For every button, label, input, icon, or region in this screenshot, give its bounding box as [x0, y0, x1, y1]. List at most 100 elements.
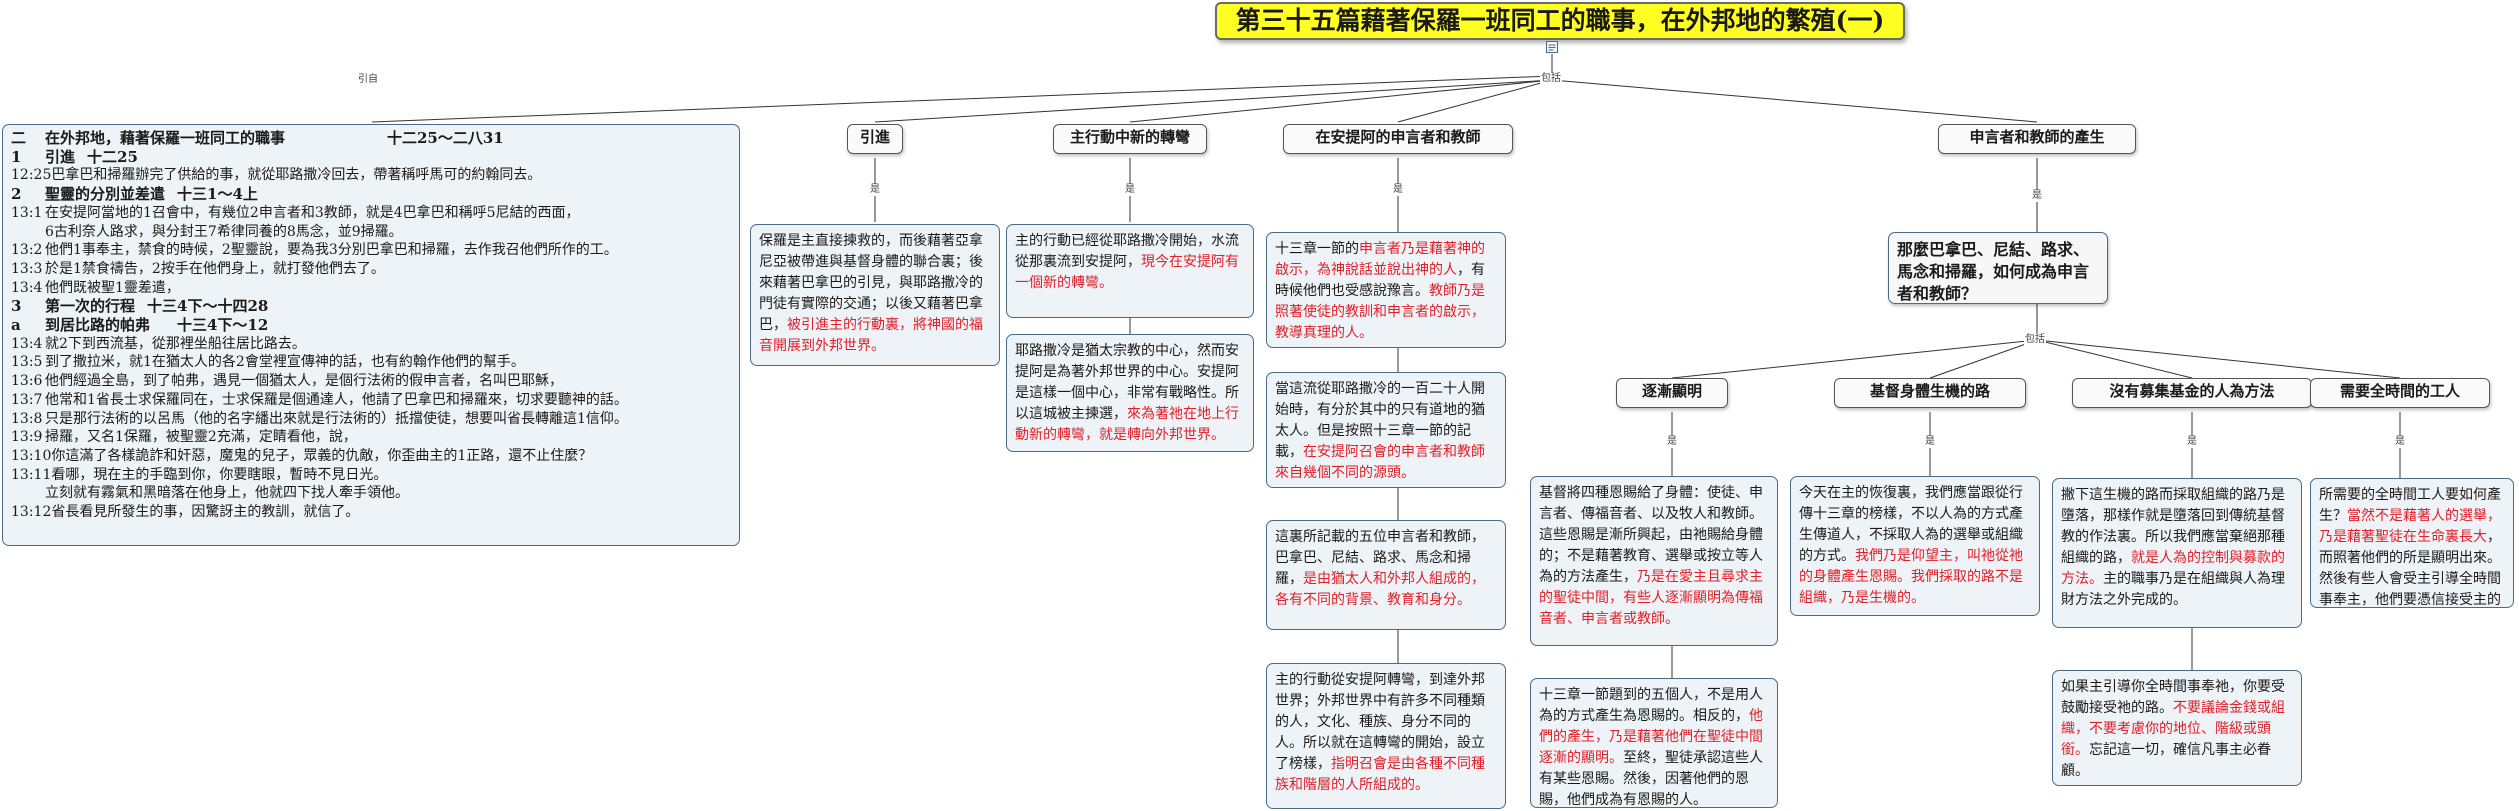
note-box: 保羅是主直接揀救的，而後藉著亞拿尼亞被帶進與基督身體的聯合裏；後來藉著巴拿巴的引…: [750, 224, 1000, 366]
note-text: 當這流從耶路撒冷的一百二十人開始時，有分於其中的只有道地的猶太人。但是按照十三章…: [1275, 381, 1485, 460]
note-box: 如果主引導你全時間事奉祂，你要受鼓勵接受祂的路。不要議論金錢或組織，不要考慮你的…: [2052, 670, 2302, 786]
subtopic-gradual[interactable]: 逐漸顯明: [1616, 378, 1728, 408]
note-box: 耶路撒冷是猶太宗教的中心，然而安提阿是為著外邦世界的中心。安提阿是這樣一個中心，…: [1006, 334, 1254, 452]
mind-map-title: 第三十五篇藉著保羅一班同工的職事，在外邦地的繁殖(一): [1215, 2, 1905, 40]
outline-number: a: [11, 316, 21, 335]
topic-yin-jin[interactable]: 引進: [847, 124, 903, 154]
outline-number: 13:2: [11, 242, 43, 259]
connector-label-bao-kuo: 包括: [1540, 73, 1562, 85]
outline-text: 你這滿了各樣詭詐和奸惡，魔鬼的兒子，眾義的仇敵，你歪曲主的1正路，還不止住麼？: [51, 447, 593, 464]
note-text: 十三章一節的: [1275, 241, 1359, 257]
highlight-text: 是由猶太人和外邦人組成的，各有不同的背景、教育和身分。: [1275, 571, 1485, 608]
highlight-text: 我們乃是仰望主，叫祂從祂的身體產生恩賜。我們採取的路不是組織，乃是生機的。: [1799, 548, 2023, 606]
note-box: 撇下這生機的路而採取組織的路乃是墮落，那樣作就是墮落回到傳統基督教的作法裏。所以…: [2052, 478, 2302, 628]
topic-producing[interactable]: 申言者和教師的產生: [1938, 124, 2136, 154]
outline-number: 二: [11, 129, 27, 147]
note-text: 保羅是主直接揀救的，而後藉著亞拿尼亞被帶進與基督身體的聯合裏；後來藉著巴拿巴的引…: [759, 233, 983, 333]
outline-line: 12:25巴拿巴和掃羅辦完了供給的事，就從耶路撒冷回去，帶著稱呼馬可的約翰同去。: [11, 166, 731, 185]
outline-number: 13:3: [11, 260, 43, 277]
outline-number: 13:5: [11, 354, 43, 371]
note-text: ，有時候他們也受感說豫言。: [1275, 262, 1485, 299]
note-text: 十三章一節題到的五個人，不是用人為的方式產生為恩賜的。相反的，: [1539, 687, 1763, 724]
subtopic-full-time[interactable]: 需要全時間的工人: [2310, 378, 2490, 408]
note-text: 忘記這一切，確信凡事主必眷顧。: [2061, 742, 2271, 779]
connector-label-shi: 是: [2186, 436, 2198, 448]
outline-ref: 十三4下～十四28: [147, 297, 269, 316]
connector-label-shi: 是: [1124, 184, 1136, 196]
outline-text: 就2下到西流基，從那裡坐船往居比路去。: [45, 335, 306, 352]
outline-number: 13:12: [11, 504, 52, 521]
subtopic-organic-way[interactable]: 基督身體生機的路: [1834, 378, 2026, 408]
highlight-text: 他們的產生，乃是藉著他們在聖徒中間逐漸的顯明。: [1539, 708, 1763, 766]
outline-line: 2 聖靈的分別並差遣十三1～4上: [11, 185, 731, 204]
highlight-text: 在安提阿召會的申言者和教師來自幾個不同的源頭。: [1275, 444, 1485, 481]
outline-number: 13:7: [11, 391, 43, 408]
outline-ref: 十二25: [87, 147, 138, 166]
outline-text: 他常和1省長士求保羅同在，士求保羅是個通達人，他請了巴拿巴和掃羅來，切求要聽神的…: [45, 391, 628, 408]
outline-number: 13:6: [11, 373, 43, 390]
highlight-text: 申言者乃是藉著神的啟示，為神說話並說出神的人: [1275, 241, 1485, 278]
outline-text: 他們經過全島，到了帕弗，遇見一個猶太人，是個行法術的假申言者，名叫巴耶穌，: [45, 373, 563, 390]
outline-ref: 十三1～4上: [177, 185, 258, 204]
outline-ref: 十二25～二八31: [387, 129, 504, 147]
note-text: 耶路撒冷是猶太宗教的中心，然而安提阿是為著外邦世界的中心。安提阿是這樣一個中心，…: [1015, 343, 1239, 422]
outline-text: 看哪，現在主的手臨到你，你要瞎眼，暫時不見日光。: [51, 466, 388, 483]
connector-label-yin-zi: 引自: [357, 74, 379, 86]
note-box: 這裏所記載的五位申言者和教師，巴拿巴、尼結、路求、馬念和掃羅，是由猶太人和外邦人…: [1266, 520, 1506, 630]
outline-text: 第一次的行程: [45, 297, 136, 316]
outline-text: 6古利奈人路求，與分封王7希律同養的8馬念，並9掃羅。: [45, 223, 403, 240]
outline-line: 13:11看哪，現在主的手臨到你，你要瞎眼，暫時不見日光。: [11, 466, 731, 485]
note-text: 主的職事乃是在組織與人為理財方法之外完成的。: [2061, 571, 2285, 608]
outline-line: 13:10你這滿了各樣詭詐和奸惡，魔鬼的兒子，眾義的仇敵，你歪曲主的1正路，還不…: [11, 447, 731, 466]
connector-label-shi: 是: [1924, 436, 1936, 448]
highlight-text: 指明召會是由各種不同種族和階層的人所組成的。: [1275, 756, 1485, 793]
notes-icon[interactable]: [1545, 40, 1559, 54]
outline-text: 到居比路的帕弗: [45, 316, 151, 335]
outline-text: 在外邦地，藉著保羅一班同工的職事: [45, 129, 286, 147]
subtopic-no-fundraising[interactable]: 沒有募集基金的人為方法: [2072, 378, 2312, 408]
outline-number: 1: [11, 147, 22, 166]
outline-number: 13:1: [11, 204, 43, 221]
highlight-text: 現今在安提阿有一個新的轉彎。: [1015, 254, 1239, 291]
outline-text: 聖靈的分別並差遣: [45, 185, 166, 204]
highlight-text: 不要議論金錢或組織，不要考慮你的地位、階級或頭銜。: [2061, 700, 2285, 758]
outline-text: 只是那行法術的以呂馬（他的名字繙出來就是行法術的）抵擋使徒，想要叫省長轉離這1信…: [45, 410, 628, 427]
note-box: 當這流從耶路撒冷的一百二十人開始時，有分於其中的只有道地的猶太人。但是按照十三章…: [1266, 372, 1506, 488]
question-box[interactable]: 那麼巴拿巴、尼結、路求、馬念和掃羅，如何成為申言者和教師？: [1888, 232, 2108, 304]
outline-line: 6古利奈人路求，與分封王7希律同養的8馬念，並9掃羅。: [11, 223, 731, 242]
note-box: 十三章一節題到的五個人，不是用人為的方式產生為恩賜的。相反的，他們的產生，乃是藉…: [1530, 678, 1778, 808]
note-text: 主的行動已經從耶路撒冷開始，水流從那裏流到安提阿，: [1015, 233, 1239, 270]
connector-label-shi: 是: [2394, 436, 2406, 448]
topic-prophets-teachers[interactable]: 在安提阿的申言者和教師: [1283, 124, 1513, 154]
highlight-text: 乃是在愛主且尋求主的聖徒中間，有些人逐漸顯明為傳福音者、申言者或教師。: [1539, 569, 1763, 627]
note-box: 所需要的全時間工人要如何產生？當然不是藉著人的選舉，乃是藉著聖徒在生命裏長大，而…: [2310, 478, 2514, 608]
note-text: 這裏所記載的五位申言者和教師，巴拿巴、尼結、路求、馬念和掃羅，: [1275, 529, 1485, 587]
outline-line: 立刻就有霧氣和黑暗落在他身上，他就四下找人牽手領他。: [11, 484, 731, 503]
outline-text: 立刻就有霧氣和黑暗落在他身上，他就四下找人牽手領他。: [45, 485, 409, 502]
outline-text: 巴拿巴和掃羅辦完了供給的事，就從耶路撒冷回去，帶著稱呼馬可的約翰同去。: [51, 167, 542, 184]
note-text: 那麼巴拿巴、尼結、路求、馬念和掃羅，: [1897, 240, 2090, 281]
outline-text: 引進: [45, 147, 76, 166]
outline-text: 省長看見所發生的事，因驚訝主的教訓，就信了。: [51, 504, 360, 521]
connector-label-shi: 是: [1392, 184, 1404, 196]
outline-text: 掃羅，又名1保羅，被聖靈2充滿，定睛看他，說，: [45, 429, 357, 446]
note-text: 至終，聖徒承認這些人有某些恩賜。然後，因著他們的恩賜，他們成為有恩賜的人。: [1539, 750, 1763, 808]
outline-number: 12:25: [11, 167, 52, 184]
connector-label-shi: 是: [1666, 436, 1678, 448]
outline-text: 於是1禁食禱告，2按手在他們身上，就打發他們去了。: [45, 260, 385, 277]
note-box: 主的行動已經從耶路撒冷開始，水流從那裏流到安提阿，現今在安提阿有一個新的轉彎。: [1006, 224, 1254, 318]
note-box: 今天在主的恢復裏，我們應當跟從行傳十三章的榜樣，不以人為的方式產生傳道人，不採取…: [1790, 476, 2040, 616]
highlight-text: 就是人為的控制與募款的方法。: [2061, 550, 2285, 587]
topic-new-turn[interactable]: 主行動中新的轉彎: [1053, 124, 1207, 154]
highlight-text: 當然不是藉著人的選舉，乃是藉著聖徒在生命裏長大: [2319, 508, 2501, 545]
outline-number: 2: [11, 185, 22, 204]
